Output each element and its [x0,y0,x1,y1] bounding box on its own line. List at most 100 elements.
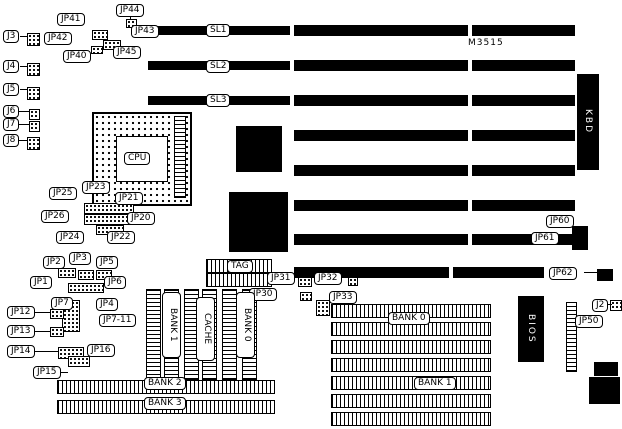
label-jp22: JP22 [107,231,135,244]
label-jp20: JP20 [127,212,155,225]
label-sl3: SL3 [206,94,231,107]
j5-connector [27,87,40,100]
j2-connector [610,300,622,311]
label-bank0-cache: BANK 0 [236,292,255,358]
kbd-chip: KBD [577,74,599,170]
label-jp1: JP1 [30,276,52,289]
jp31-header [298,277,312,287]
leader-line-12 [584,272,597,273]
label-j2: J2 [592,299,609,312]
label-jp21: JP21 [115,192,143,205]
label-j6: J6 [3,105,20,118]
jp2-header [58,268,76,278]
label-bank2: BANK 2 [144,377,186,390]
isa-slot-5 [294,165,575,176]
label-j4: J4 [3,60,20,73]
j4-connector [27,63,40,76]
leader-line-2 [20,66,27,67]
jp43-header [103,40,121,50]
din-connector-1 [594,362,618,376]
label-jp26: JP26 [41,210,69,223]
model-number: M3515 [468,38,504,48]
isa-slot-1 [294,25,575,36]
simm-socket-right-6 [331,394,491,408]
jp20-26-header-1 [84,203,134,214]
qfp-chip-1 [236,126,282,172]
leader-line-1 [20,36,27,37]
leader-line-5 [19,124,29,125]
jp33-header [316,300,330,316]
label-jp60: JP60 [546,215,574,228]
cache-socket-1 [146,289,161,380]
tag-sram-2 [206,273,272,287]
simm-socket-right-7 [331,412,491,426]
label-sl2: SL2 [206,60,231,73]
jp3-header [78,270,94,280]
label-jp62: JP62 [549,267,577,280]
label-jp2: JP2 [43,256,65,269]
j3-connector [27,33,40,46]
label-jp16: JP16 [87,344,115,357]
label-jp5: JP5 [96,256,118,269]
label-j7: J7 [3,118,20,131]
jp1-6-header [68,283,104,293]
label-cache: CACHE [196,297,215,361]
label-j5: J5 [3,83,20,96]
label-bank1-simm: BANK 1 [414,377,456,390]
label-jp3: JP3 [69,252,91,265]
label-jp15: JP15 [33,366,61,379]
label-j3: J3 [3,30,20,43]
jp60-61-connector [572,226,588,250]
kbd-chip-label: KBD [583,109,593,135]
isa-slot-7 [294,234,575,245]
label-jp43: JP43 [131,25,159,38]
jp13-header [50,327,64,337]
label-jp50: JP50 [575,315,603,328]
j6-connector [29,109,40,120]
jp41-42-header [92,30,108,40]
leader-line-4 [19,111,29,112]
label-bank3: BANK 3 [144,397,186,410]
simm-socket-right-5 [331,376,491,390]
label-jp6: JP6 [104,276,126,289]
label-jp61: JP61 [531,232,559,245]
jp15-header [68,356,90,367]
label-jp44: JP44 [116,4,144,17]
label-j8: J8 [3,134,20,147]
label-jp7: JP7 [51,297,73,310]
label-jp45: JP45 [113,46,141,59]
simm-socket-right-3 [331,340,491,354]
label-jp40: JP40 [63,50,91,63]
cpu-socket-marking [174,116,186,198]
leader-line-7 [130,16,131,20]
isa-slot-2 [294,60,575,71]
simm-socket-right-4 [331,358,491,372]
label-jp41: JP41 [57,13,85,26]
jp62-connector [597,269,613,281]
label-jp25: JP25 [49,187,77,200]
label-sl1: SL1 [206,24,231,37]
jp32-header [348,277,358,286]
label-jp24: JP24 [56,231,84,244]
jp12-header [50,309,64,319]
jp40-45-header [91,46,103,54]
isa-slot-8 [294,267,544,278]
label-cpu: CPU [124,152,151,165]
j7-connector [29,121,40,132]
label-jp14: JP14 [7,345,35,358]
leader-line-8 [33,312,50,313]
leader-line-9 [33,331,50,332]
isa-slot-3 [294,95,575,106]
isa-slot-4 [294,130,575,141]
label-bank0-simm: BANK 0 [388,312,430,325]
isa-slot-6 [294,200,575,211]
label-jp13: JP13 [7,325,35,338]
label-jp42: JP42 [44,32,72,45]
label-jp33: JP33 [329,291,357,304]
label-jp31: JP31 [267,272,295,285]
qfp-chip-2 [229,192,288,252]
label-jp4: JP4 [96,298,118,311]
leader-line-11 [56,372,68,373]
jp30-header [300,292,312,301]
